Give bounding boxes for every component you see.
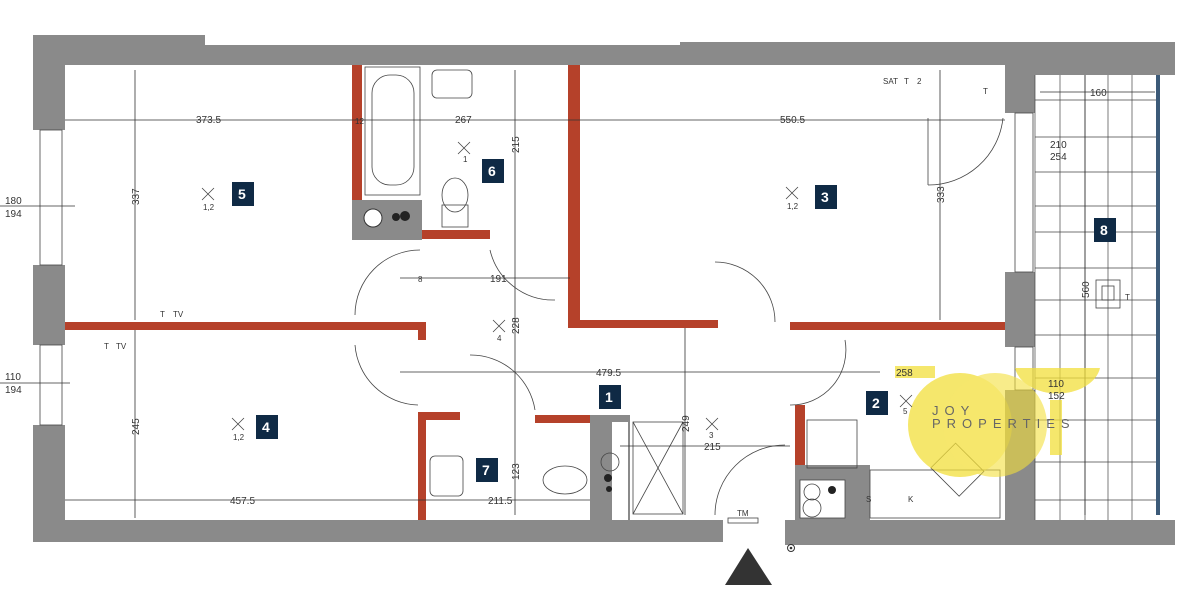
socket-k: K xyxy=(908,495,914,504)
light-label-5: 1,2 xyxy=(203,203,215,212)
dim-bath-width: 267 xyxy=(455,115,472,126)
dim-bath-depth: 215 xyxy=(511,136,522,153)
ceiling-light-icon xyxy=(705,417,719,431)
dim-hall-upper: 191 xyxy=(490,274,507,285)
light-label-kitchen: 5 xyxy=(903,407,908,416)
light-label-entry: 3 xyxy=(709,431,714,440)
socket-tv-4: TV xyxy=(116,342,127,351)
light-label-3: 1,2 xyxy=(787,202,799,211)
socket-t-balcony: T xyxy=(1125,293,1130,302)
svg-text:2: 2 xyxy=(872,395,880,411)
doors xyxy=(354,117,1004,516)
room-label-2: 2 xyxy=(866,391,888,415)
room-label-6: 6 xyxy=(482,159,504,183)
socket-t: T xyxy=(904,77,909,86)
svg-text:1: 1 xyxy=(605,389,613,405)
bathtub-icon xyxy=(364,66,421,196)
dim-balcony-door-h: 254 xyxy=(1050,152,1067,163)
svg-text:4: 4 xyxy=(262,419,270,435)
socket-t-5: T xyxy=(160,310,165,319)
balcony-railing xyxy=(1156,75,1160,515)
dim-balcony-door-w: 210 xyxy=(1050,140,1067,151)
outer-walls xyxy=(33,35,1175,545)
ceiling-light-icon xyxy=(457,141,471,155)
room-label-8: 8 xyxy=(1094,218,1116,242)
socket-t-4: T xyxy=(104,342,109,351)
socket-t-3: T xyxy=(983,87,988,96)
svg-text:7: 7 xyxy=(482,462,490,478)
window-4 xyxy=(39,344,63,426)
ceiling-light-icon xyxy=(201,187,215,201)
dim-wc-width: 211.5 xyxy=(488,496,513,507)
fixtures xyxy=(39,66,1034,520)
fridge-icon xyxy=(806,419,858,469)
meter-label: TM xyxy=(737,509,749,518)
room-label-4: 4 xyxy=(256,415,278,439)
watermark-logo xyxy=(895,366,1100,477)
dim-wall-8: 8 xyxy=(418,275,423,284)
dim-balcony-width: 160 xyxy=(1090,88,1107,99)
room-label-3: 3 xyxy=(815,185,837,209)
socket-s: S xyxy=(866,495,871,504)
ceiling-light-icon xyxy=(785,186,799,200)
kitchen-counter-icon xyxy=(869,469,1001,519)
dim-room4-width: 457.5 xyxy=(230,496,255,507)
dimension-lines xyxy=(0,70,1155,518)
dim-room3-width: 550.5 xyxy=(780,115,805,126)
window-5 xyxy=(39,129,63,266)
light-label-4: 1,2 xyxy=(233,433,245,442)
toilet-7-icon xyxy=(542,465,588,495)
socket-sat: SAT xyxy=(883,77,898,86)
room-label-5: 5 xyxy=(232,182,254,206)
dim-room5-width: 373.5 xyxy=(196,115,221,126)
doorbell-icon xyxy=(787,544,795,552)
dim-entry-width: 215 xyxy=(704,442,721,453)
dim-wall: 12 xyxy=(355,117,364,126)
watermark-line2: PROPERTIES xyxy=(932,416,1076,431)
dim-room4-depth: 245 xyxy=(131,418,142,435)
svg-text:6: 6 xyxy=(488,163,496,179)
svg-text:5: 5 xyxy=(238,186,246,202)
ceiling-light-icon xyxy=(899,394,913,408)
dim-wc-depth: 123 xyxy=(511,463,522,480)
room-label-1: 1 xyxy=(599,385,621,409)
light-label-hall: 4 xyxy=(497,334,502,343)
socket-2: 2 xyxy=(917,77,922,86)
washbasin-icon xyxy=(431,69,473,99)
toilet-icon xyxy=(441,177,469,213)
meter-box xyxy=(727,517,759,524)
dim-window4-h: 194 xyxy=(5,385,22,396)
light-label-6: 1 xyxy=(463,155,468,164)
socket-tv-5: TV xyxy=(173,310,184,319)
ceiling-light-icon xyxy=(492,319,506,333)
dim-window5-h: 194 xyxy=(5,209,22,220)
dim-kitchen-window-h: 152 xyxy=(1048,391,1065,402)
dim-balcony-length: 560 xyxy=(1081,281,1092,298)
dim-hall-depth: 228 xyxy=(511,317,522,334)
watermark-line1: JOY xyxy=(932,403,975,418)
room-label-7: 7 xyxy=(476,458,498,482)
svg-text:3: 3 xyxy=(821,189,829,205)
balcony-door xyxy=(1014,112,1034,273)
dim-hall-width: 479.5 xyxy=(596,368,621,379)
dim-room3-depth: 333 xyxy=(936,186,947,203)
dim-kitchen-window-w: 110 xyxy=(1048,379,1064,390)
svg-text:8: 8 xyxy=(1100,222,1108,238)
dim-window5-w: 180 xyxy=(5,196,22,207)
dim-window4-w: 110 xyxy=(5,372,21,383)
ceiling-light-icon xyxy=(231,417,245,431)
entrance-arrow-icon xyxy=(725,548,772,585)
balcony-drain-icon xyxy=(1095,279,1121,309)
washbasin-7-icon xyxy=(429,455,464,497)
wardrobe-icon xyxy=(632,421,684,515)
inner-walls xyxy=(65,65,1005,520)
dim-entry-depth: 249 xyxy=(681,415,692,432)
washbasin-1-icon xyxy=(600,452,620,472)
dim-room5-depth: 337 xyxy=(131,188,142,205)
dim-kitchen-width: 258 xyxy=(896,368,913,379)
